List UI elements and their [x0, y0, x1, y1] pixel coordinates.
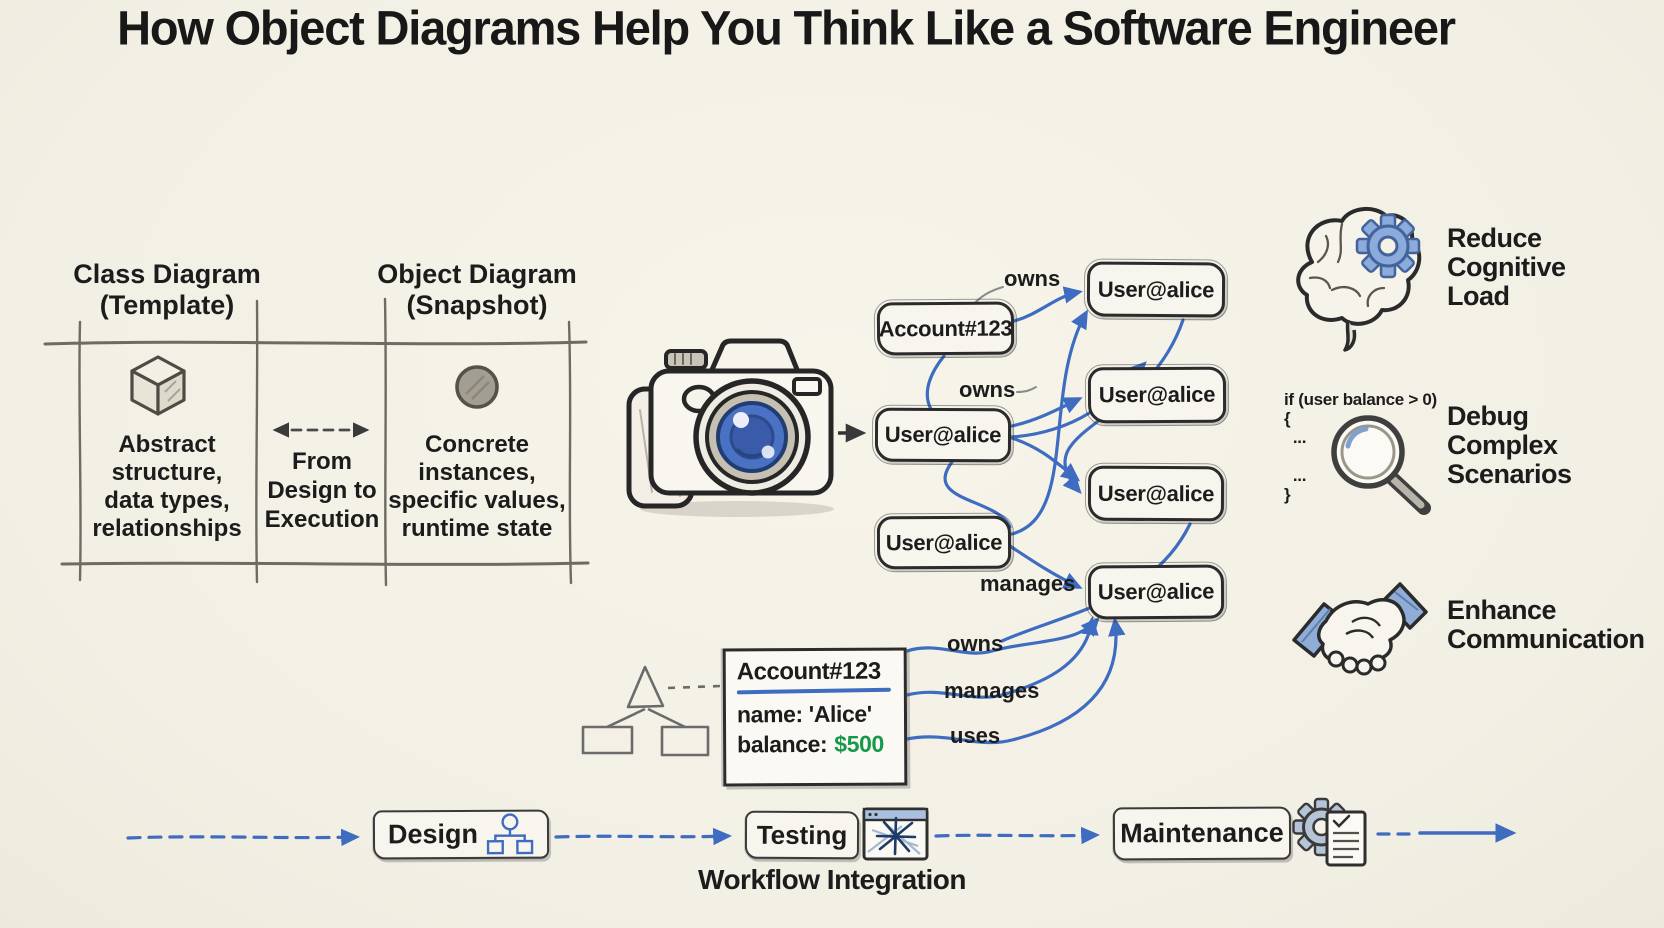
workflow-step-maintenance: Maintenance [1112, 806, 1292, 861]
maintenance-step-label: Maintenance [1120, 817, 1284, 849]
class-diagram-description: Abstract structure, data types, relation… [92, 431, 242, 542]
user-node: User@alice [1084, 561, 1228, 623]
magnifier-icon [1331, 415, 1431, 515]
handshake-icon [1292, 582, 1428, 676]
instance-circle-icon [455, 365, 499, 409]
user-node-label: User@alice [1098, 381, 1216, 408]
user-node: User@alice [871, 404, 1015, 466]
account-node-label: Account#123 [878, 315, 1013, 341]
object-diagram-description: Concrete instances, specific values, run… [388, 431, 566, 542]
relation-label-uses: uses [950, 723, 1001, 748]
workflow-arrows [126, 823, 1517, 847]
edge-label-owns: owns [959, 377, 1016, 402]
brain-gear-icon [1296, 207, 1422, 352]
user-node-label: User@alice [885, 529, 1003, 555]
design-step-label: Design [387, 818, 479, 850]
object-detail-card: Account#123 name: 'Alice' balance:$500 [722, 647, 908, 787]
balance-label: balance: [737, 730, 828, 757]
card-title-underline [736, 687, 891, 694]
user-node-label: User@alice [884, 421, 1002, 448]
user-node-label: User@alice [1097, 276, 1215, 302]
workflow-caption: Workflow Integration [698, 864, 966, 895]
edge-label-owns: owns [1004, 266, 1061, 291]
comparison-table-grid [43, 297, 590, 587]
page-title: How Object Diagrams Help You Think Like … [117, 0, 1456, 55]
class-hierarchy-sketch [581, 665, 721, 757]
benefit-reduce-cognitive-load: Reduce Cognitive Load [1447, 223, 1566, 311]
card-name-field: name: 'Alice' [736, 700, 872, 727]
card-title: Account#123 [736, 657, 881, 686]
class-diagram-header: Class Diagram (Template) [73, 259, 261, 320]
workflow-step-design: Design [372, 809, 550, 860]
account-node: Account#123 [873, 298, 1018, 359]
cube-icon [130, 355, 186, 416]
user-node: User@alice [1083, 258, 1229, 321]
user-node-label: User@alice [1097, 480, 1215, 506]
browser-test-icon [862, 807, 929, 861]
card-balance-field: balance:$500 [737, 728, 893, 759]
user-node: User@alice [1084, 363, 1230, 427]
user-node: User@alice [1084, 462, 1228, 525]
user-node-label: User@alice [1097, 578, 1215, 605]
camera-icon [626, 338, 834, 517]
benefit-enhance-communication: Enhance Communication [1447, 595, 1645, 654]
edge-label-manages: manages [980, 571, 1076, 596]
gear-document-icon [1292, 797, 1367, 867]
balance-value: $500 [834, 730, 884, 757]
user-node: User@alice [873, 512, 1015, 573]
debug-code-snippet: if (user balance > 0) { ... ... } [1284, 390, 1437, 504]
testing-step-label: Testing [756, 819, 848, 850]
benefit-debug-complex-scenarios: Debug Complex Scenarios [1447, 401, 1572, 489]
object-diagram-header: Object Diagram (Snapshot) [377, 259, 577, 320]
relation-label-owns: owns [947, 631, 1004, 656]
workflow-step-testing: Testing [744, 810, 860, 860]
relation-label-manages: manages [944, 678, 1040, 703]
design-to-execution-label: From Design to Execution [264, 448, 380, 533]
org-chart-icon [486, 812, 534, 854]
